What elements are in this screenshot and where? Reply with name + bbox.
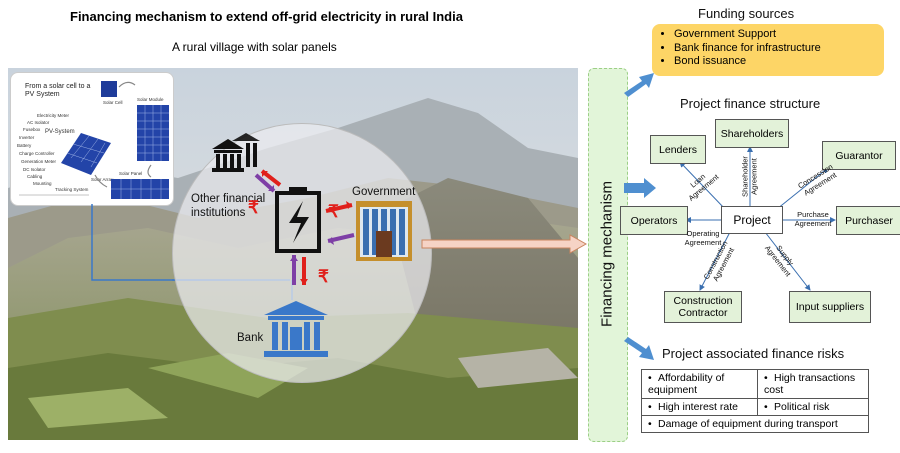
- risk-arrow: [624, 337, 654, 360]
- solar-cell-label: Solar Cell: [103, 100, 123, 105]
- funding-item: Government Support: [674, 28, 884, 42]
- input-suppliers-node: Input suppliers: [789, 291, 871, 323]
- mechanism-arrows: [624, 73, 656, 360]
- government-building-icon: [356, 201, 412, 261]
- risk-cell: •Affordability of equipment: [641, 369, 758, 399]
- solar-array-icon: [61, 133, 111, 175]
- risk-cell: •Political risk: [757, 398, 869, 416]
- funding-item: Bond issuance: [674, 55, 884, 69]
- concession-edge: [771, 167, 829, 215]
- loan-edge: [679, 161, 731, 215]
- solar-panel-label: Solar Panel: [119, 171, 143, 176]
- construction-contractor-node: Construction Contractor: [664, 291, 742, 323]
- risk-cell: •High interest rate: [641, 398, 758, 416]
- purchaser-node: Purchaser: [836, 206, 900, 235]
- battery-icon: [275, 187, 321, 253]
- solar-cell-icon: [101, 81, 117, 97]
- bank-building-icon: [264, 301, 328, 357]
- solar-module-icon: [137, 105, 169, 161]
- project-finance-structure-heading: Project finance structure: [680, 96, 821, 111]
- inset-item: Generation Meter: [21, 159, 57, 164]
- structure-edges: [679, 146, 836, 291]
- inset-heading: From a solar cell to a PV System: [25, 83, 91, 98]
- purchase-agreement-label: Purchase Agreement: [794, 210, 832, 228]
- pv-graphics: [19, 81, 169, 199]
- funding-sources-heading: Funding sources: [698, 6, 795, 21]
- solar-array-label: Solar Array: [91, 177, 114, 182]
- risk-cell: •Damage of equipment during transport: [641, 415, 869, 433]
- inset-item: AC Isolator: [27, 120, 50, 125]
- funding-item: Bank finance for infrastructure: [674, 42, 884, 56]
- rupee-symbol: ₹: [318, 267, 329, 286]
- photo-caption: A rural village with solar panels: [172, 40, 337, 54]
- funding-arrow: [624, 73, 654, 97]
- supply-edge: [759, 226, 811, 291]
- operating-agreement-label: Operating Agreement: [684, 229, 722, 247]
- inset-item: Fusebox: [23, 127, 41, 132]
- inset-item: Cabling: [27, 174, 43, 179]
- funding-sources-box: Government Support Bank finance for infr…: [652, 24, 884, 76]
- solar-panel-icon: [111, 179, 169, 199]
- government-to-mechanism-arrow: [421, 234, 588, 254]
- inset-item: Mounting: [33, 181, 52, 186]
- shareholders-node: Shareholders: [715, 119, 789, 148]
- finance-actors-graphics: [212, 133, 412, 357]
- inset-item: DC Isolator: [23, 167, 46, 172]
- construction-edge: [699, 226, 735, 291]
- rupee-symbol: ₹: [248, 198, 259, 217]
- bank-label: Bank: [237, 332, 264, 344]
- diagram-title: Financing mechanism to extend off-grid e…: [70, 9, 463, 24]
- rupee-symbol: ₹: [328, 202, 339, 221]
- finance-risks-heading: Project associated finance risks: [662, 346, 845, 361]
- lenders-node: Lenders: [650, 135, 706, 164]
- pv-system-label: PV-System: [45, 129, 75, 135]
- inset-item: Tracking System: [55, 187, 89, 192]
- finance-risks-table: •Affordability of equipment •High transa…: [641, 369, 869, 433]
- solar-module-label: Solar Module: [137, 97, 164, 102]
- risk-cell: •High transactions cost: [757, 369, 869, 399]
- other-financial-institutions-label: Other financial institutions: [191, 193, 266, 219]
- inset-item: Electricity Meter: [37, 113, 70, 118]
- financing-mechanism-label: Financing mechanism: [598, 181, 616, 327]
- inset-item: Charge Controller: [19, 151, 55, 156]
- government-label: Government: [352, 186, 416, 198]
- project-node: Project: [721, 206, 783, 234]
- inset-item: Battery: [17, 143, 32, 148]
- shareholder-agreement-label: Shareholder Agreement: [740, 156, 759, 197]
- structure-arrow: [624, 178, 656, 198]
- financial-institutions-icon: [212, 133, 260, 172]
- financing-mechanism-bar: [588, 68, 628, 442]
- inset-item: Inverter: [19, 135, 35, 140]
- operators-node: Operators: [620, 206, 688, 235]
- guarantor-node: Guarantor: [822, 141, 896, 170]
